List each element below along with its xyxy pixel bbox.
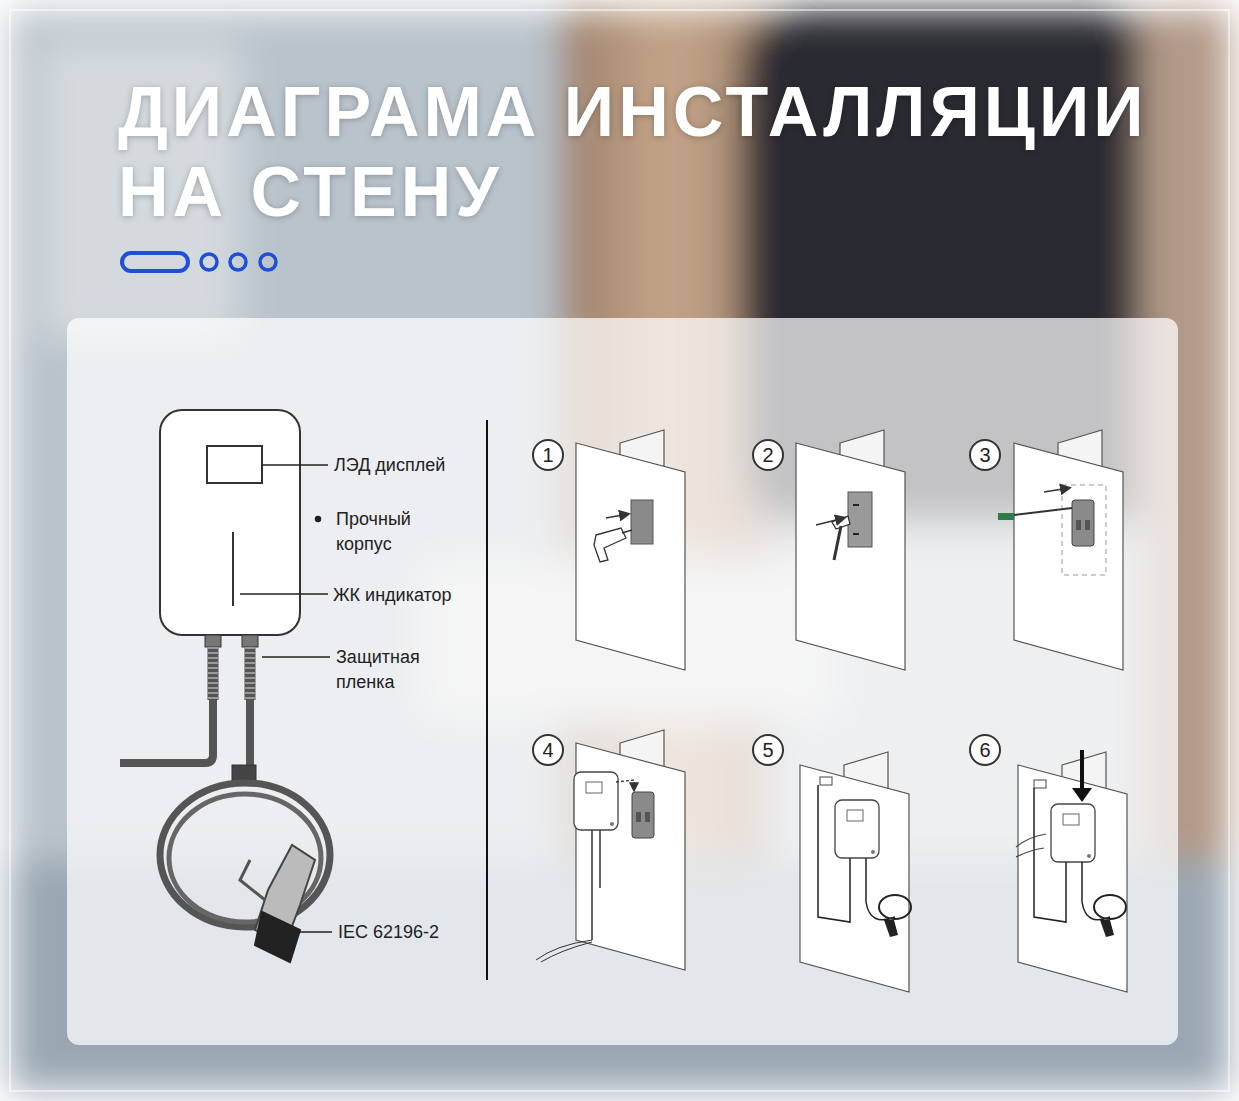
drawing-part bbox=[998, 513, 1014, 520]
callout-number: 5 bbox=[752, 734, 784, 766]
drawing-part bbox=[232, 765, 256, 781]
drawing-part bbox=[536, 940, 592, 962]
drawing-part bbox=[853, 533, 859, 535]
drawing-part bbox=[213, 647, 250, 700]
drawing-part bbox=[160, 410, 300, 635]
callout-number: 3 bbox=[969, 439, 1001, 471]
step-1-drill bbox=[576, 430, 685, 670]
step-5-wired bbox=[800, 752, 911, 992]
drawing-part bbox=[232, 532, 234, 606]
drawing-part bbox=[10, 10, 1229, 1091]
drawing-part bbox=[884, 920, 898, 937]
drawing-part bbox=[576, 430, 685, 670]
drawing-part bbox=[1018, 752, 1127, 992]
drawing-part bbox=[1062, 485, 1106, 575]
drawing-part bbox=[240, 593, 328, 595]
part-label: IEC 62196-2 bbox=[338, 920, 439, 945]
drawing-part bbox=[796, 430, 905, 670]
step-2-hammer bbox=[796, 430, 905, 670]
drawing-part bbox=[1014, 430, 1123, 670]
drawing-part bbox=[835, 800, 879, 858]
drawing-part bbox=[122, 253, 188, 271]
callout-number: 4 bbox=[532, 734, 564, 766]
leader-lines bbox=[240, 465, 332, 932]
drawing-part bbox=[10, 10, 1229, 1091]
drawing-part bbox=[120, 700, 213, 763]
drawing-part bbox=[1051, 804, 1095, 862]
drawing-part bbox=[818, 785, 850, 922]
drawing-part bbox=[1072, 788, 1092, 802]
drawing-part bbox=[632, 792, 654, 838]
drawing-part bbox=[201, 254, 217, 270]
drawing-part bbox=[205, 635, 221, 647]
drawing-part bbox=[1016, 834, 1046, 857]
drawing-part bbox=[1034, 788, 1066, 922]
drawing-part bbox=[240, 860, 265, 900]
step-6-finish bbox=[1016, 750, 1127, 992]
drawing-part bbox=[848, 492, 872, 547]
callout-number: 6 bbox=[969, 734, 1001, 766]
drawing-part bbox=[262, 656, 330, 658]
drawing-part bbox=[834, 526, 841, 560]
drawing-part bbox=[622, 530, 632, 533]
drawing-part bbox=[591, 830, 593, 940]
drawing-part bbox=[246, 700, 254, 775]
callout-number: 2 bbox=[752, 439, 784, 471]
drawing-part bbox=[800, 752, 909, 992]
drawing-part bbox=[207, 446, 262, 483]
drawing-part bbox=[1072, 500, 1094, 546]
drawing-part bbox=[599, 830, 601, 888]
part-label: Защитная пленка bbox=[336, 645, 458, 695]
drawing-part bbox=[820, 777, 832, 785]
part-label: Прочный корпус bbox=[336, 507, 454, 557]
drawing-part bbox=[1034, 780, 1046, 788]
drawing-part bbox=[255, 912, 300, 962]
drawing-part bbox=[574, 772, 618, 830]
drawing-part bbox=[300, 931, 332, 933]
drawing-part bbox=[242, 635, 258, 647]
charger-drawing bbox=[120, 410, 330, 962]
drawing-part bbox=[576, 730, 685, 970]
drawing-part bbox=[67, 318, 1178, 1045]
callout-number: 1 bbox=[532, 439, 564, 471]
drawing-part bbox=[853, 504, 859, 506]
page-title: ДИАГРАМА ИНСТАЛЛЯЦИИ НА СТЕНУ bbox=[118, 72, 1228, 232]
drawing-part bbox=[1080, 750, 1084, 792]
drawing-part bbox=[1094, 895, 1126, 919]
drawing-part bbox=[316, 517, 321, 522]
drawing-part bbox=[1044, 488, 1069, 492]
drawing-part bbox=[816, 518, 844, 525]
drawing-part bbox=[1100, 920, 1114, 937]
drawing-part bbox=[10, 10, 1229, 1091]
drawing-part bbox=[879, 895, 911, 919]
drawing-part bbox=[260, 254, 276, 270]
divider-line bbox=[486, 420, 488, 980]
part-label: ЛЭД дисплей bbox=[334, 453, 445, 478]
drawing-part bbox=[616, 780, 634, 790]
step-4-mount bbox=[536, 730, 685, 970]
drawing-part bbox=[262, 464, 328, 466]
drawing-part bbox=[230, 254, 246, 270]
drawing-part bbox=[606, 514, 628, 518]
drawing-part bbox=[594, 528, 626, 562]
drawing-part bbox=[631, 500, 653, 544]
step-3-screwdriver bbox=[998, 430, 1123, 670]
part-label: ЖК индикатор bbox=[333, 583, 452, 608]
